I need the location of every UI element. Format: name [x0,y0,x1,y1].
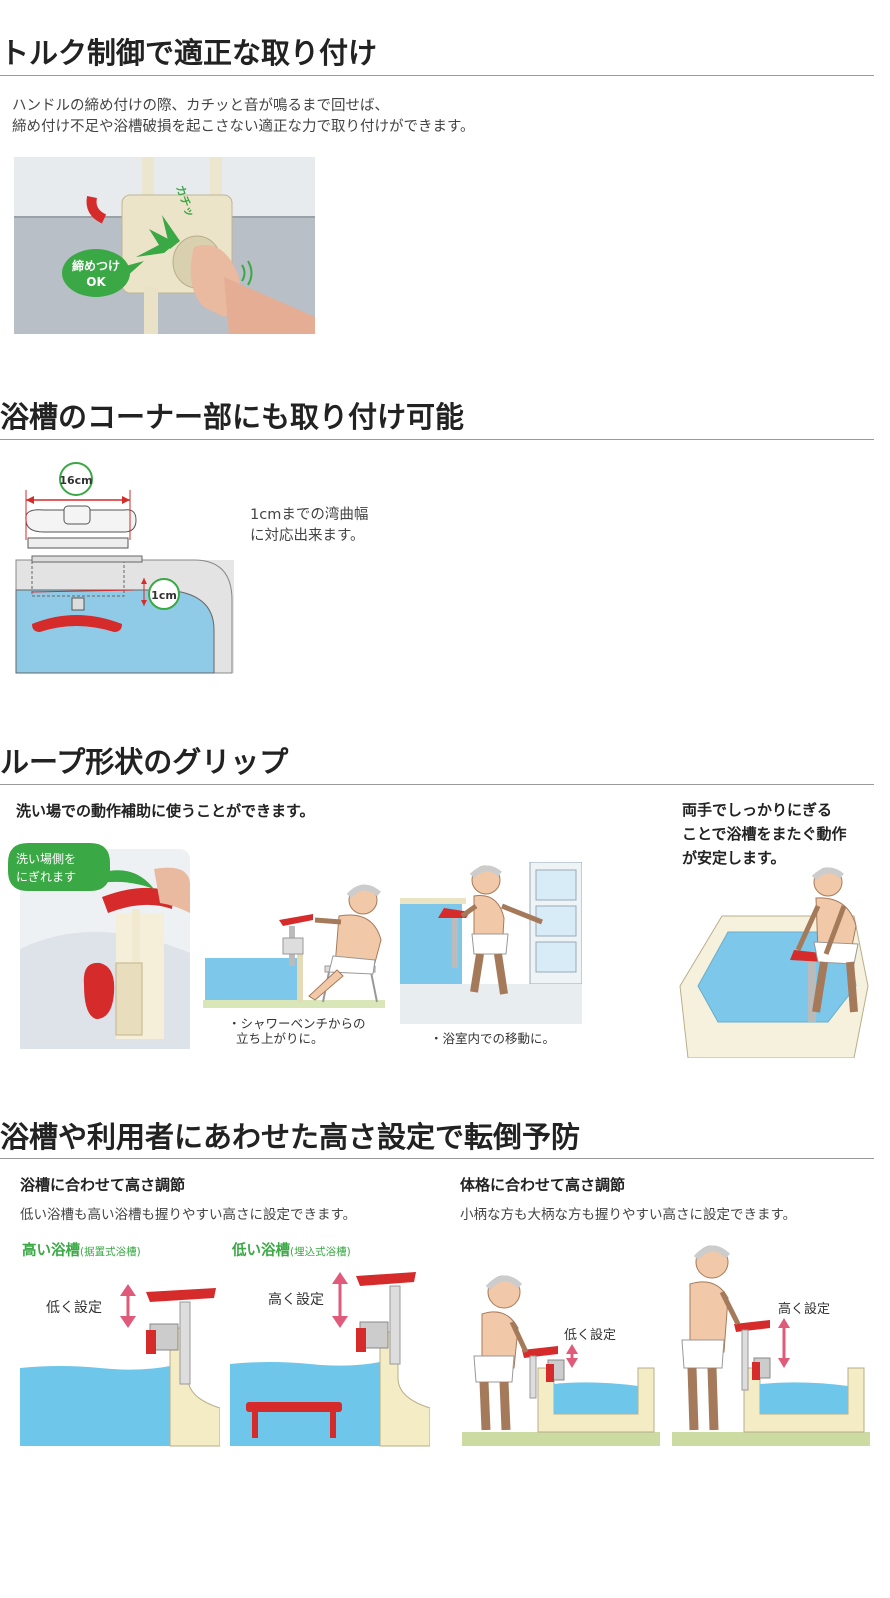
tub-step-illustration [679,867,869,1058]
loop-grip-photo: 洗い場側を にぎれます [8,843,190,1049]
corner-diagram: 16cm 1cm [15,462,234,674]
left-heading: 浴槽に合わせて高さ調節 [20,1176,186,1194]
bathroom-move-illustration [400,862,582,1024]
right-desc: 小柄な方も大柄な方も握りやすい高さに設定できます。 [460,1207,797,1223]
section-title-height: 浴槽や利用者にあわせた高さ設定で転倒予防 [0,1120,581,1154]
both-hands-line2: ことで浴槽をまたぐ動作 [682,825,847,843]
width-label: 16cm [59,474,92,487]
torque-desc-line2: 締め付け不足や浴槽破損を起こさない適正な力で取り付けができます。 [12,119,475,135]
low-tub-label: 低い浴槽(埋込式浴槽) [232,1239,351,1260]
set-high-label-person: 高く設定 [778,1301,830,1317]
high-tub-diagram: 低く設定 [20,1284,220,1447]
shower-bench-illustration [203,884,385,1008]
set-low-label-person: 低く設定 [564,1327,616,1343]
section-title-loop: ループ形状のグリップ [0,745,289,779]
section-title-torque: トルク制御で適正な取り付け [0,36,378,70]
caption-move: ・浴室内での移動に。 [430,1031,556,1046]
both-hands-line3: が安定します。 [682,849,786,867]
small-person-diagram: 低く設定 [462,1275,660,1446]
section-divider [0,439,874,440]
section-divider [0,75,874,76]
low-tub-diagram: 高く設定 [230,1272,430,1447]
high-tub-title: 高い浴槽 [22,1243,80,1259]
low-tub-title: 低い浴槽 [232,1243,290,1259]
corner-desc-line1: 1cmまでの湾曲幅 [250,507,369,523]
bubble-line2: にぎれます [16,870,76,884]
high-tub-note: (据置式浴槽) [80,1246,141,1258]
section-divider [0,784,874,785]
ok-label-line2: OK [86,275,106,289]
section-divider [0,1158,874,1159]
bubble-line1: 洗い場側を [16,852,76,866]
high-tub-label: 高い浴槽(据置式浴槽) [22,1239,141,1260]
corner-desc-line2: に対応出来ます。 [250,528,365,544]
torque-desc-line1: ハンドルの締め付けの際、カチッと音が鳴るまで回せば、 [12,98,389,114]
torque-photo: カチッ 締めつけ OK [14,157,315,334]
caption-shower-line1: ・シャワーベンチからの [228,1016,366,1031]
set-low-label: 低く設定 [46,1300,102,1316]
right-heading: 体格に合わせて高さ調節 [460,1176,626,1194]
left-desc: 低い浴槽も高い浴槽も握りやすい高さに設定できます。 [20,1207,357,1223]
section-title-corner: 浴槽のコーナー部にも取り付け可能 [0,400,465,434]
caption-shower-line2: 立ち上がりに。 [236,1031,324,1046]
low-tub-note: (埋込式浴槽) [290,1246,351,1258]
both-hands-line1: 両手でしっかりにぎる [682,801,833,819]
loop-subtitle: 洗い場での動作補助に使うことができます。 [16,802,315,820]
ok-label-line1: 締めつけ [72,258,120,273]
tall-person-diagram: 高く設定 [672,1245,870,1446]
curve-label: 1cm [151,589,177,602]
set-high-label: 高く設定 [268,1291,324,1308]
